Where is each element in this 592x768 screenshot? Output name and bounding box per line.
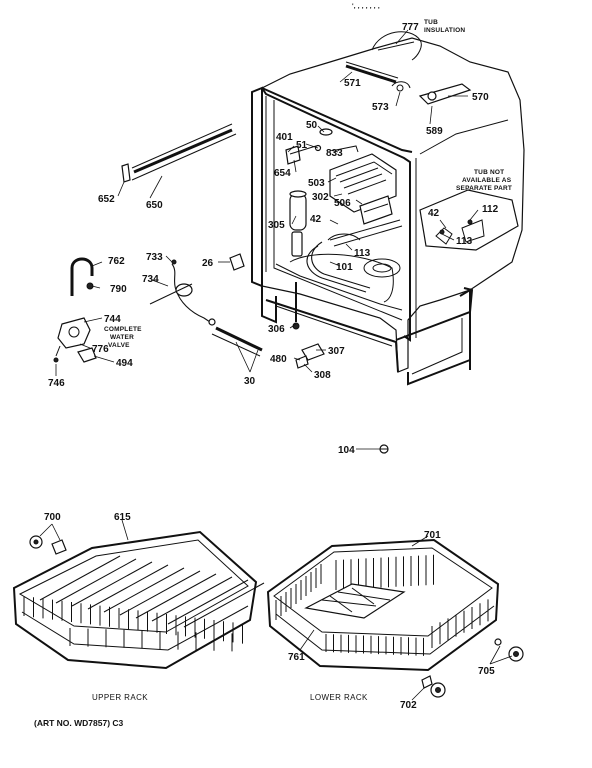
label-113b: 113 <box>456 236 473 247</box>
label-401: 401 <box>276 132 293 143</box>
label-573: 573 <box>372 102 389 113</box>
rack-wire <box>103 567 185 613</box>
rack-wire <box>135 573 217 619</box>
label-571: 571 <box>344 78 361 89</box>
label-50: 50 <box>306 120 318 131</box>
door-strip-30 <box>211 326 263 357</box>
rack-wire <box>183 582 265 628</box>
part-labels: 777 TUB INSULATION 571 573 570 589 50 40… <box>44 19 512 711</box>
label-734: 734 <box>142 274 159 285</box>
rack-wire <box>39 555 121 601</box>
label-503: 503 <box>308 178 325 189</box>
wire-harness-734 <box>149 259 216 326</box>
caption-upper-rack: UPPER RACK <box>92 693 148 702</box>
upper-rack <box>12 530 265 670</box>
label-833: 833 <box>326 148 343 159</box>
label-101: 101 <box>336 262 353 273</box>
label-733: 733 <box>146 252 163 263</box>
label-51: 51 <box>296 140 308 151</box>
label-26: 26 <box>202 258 214 269</box>
caption-lower-rack: LOWER RACK <box>310 693 368 702</box>
label-705: 705 <box>478 666 495 677</box>
label-480: 480 <box>270 354 287 365</box>
label-42a: 42 <box>310 214 322 225</box>
label-506: 506 <box>334 198 351 209</box>
label-307: 307 <box>328 346 345 357</box>
screw-104 <box>379 444 389 454</box>
label-776: 776 <box>92 344 109 355</box>
door-gasket-strip <box>131 123 237 181</box>
rack-wire <box>151 576 233 622</box>
art-number: (ART NO. WD7857) C3 <box>34 718 124 728</box>
rack-wire <box>167 579 249 625</box>
label-302: 302 <box>312 192 329 203</box>
hose-762 <box>70 257 94 296</box>
label-777: 777 <box>402 22 419 33</box>
label-654: 654 <box>274 168 291 179</box>
label-tub-not-available-2: AVAILABLE AS <box>462 177 512 184</box>
label-tub-not-available-1: TUB NOT <box>474 169 504 176</box>
label-700: 700 <box>44 512 61 523</box>
label-112: 112 <box>482 204 499 215</box>
header-fragment: ', , , , , , , <box>352 3 380 10</box>
label-744: 744 <box>104 314 121 325</box>
label-702: 702 <box>400 700 417 711</box>
label-306: 306 <box>268 324 285 335</box>
clip-652 <box>121 163 131 183</box>
rack-wire <box>55 558 137 604</box>
label-complete-water-valve-3: VALVE <box>108 342 130 349</box>
label-494: 494 <box>116 358 133 369</box>
label-113a: 113 <box>354 248 371 259</box>
connector-26 <box>229 253 245 271</box>
label-305: 305 <box>268 220 285 231</box>
label-42b: 42 <box>428 208 440 219</box>
label-tub-not-available-3: SEPARATE PART <box>456 185 512 192</box>
leader-lines <box>39 29 513 701</box>
label-complete-water-valve-2: WATER <box>110 334 134 341</box>
label-701: 701 <box>424 530 441 541</box>
label-308: 308 <box>314 370 331 381</box>
label-tub-insulation-2: INSULATION <box>424 27 465 34</box>
label-615: 615 <box>114 512 131 523</box>
label-complete-water-valve-1: COMPLETE <box>104 326 142 333</box>
water-valve <box>53 317 97 363</box>
rack-wire <box>87 564 169 610</box>
label-650: 650 <box>146 200 163 211</box>
label-790: 790 <box>110 284 127 295</box>
label-746: 746 <box>48 378 65 389</box>
label-589: 589 <box>426 126 443 137</box>
label-652: 652 <box>98 194 115 205</box>
rack-wire <box>71 561 153 607</box>
label-30: 30 <box>244 376 256 387</box>
label-761: 761 <box>288 652 305 663</box>
label-570: 570 <box>472 92 489 103</box>
rack-wire <box>119 570 201 616</box>
lower-rack <box>266 538 524 698</box>
label-tub-insulation-1: TUB <box>424 19 438 26</box>
label-762: 762 <box>108 256 125 267</box>
label-104: 104 <box>338 445 355 456</box>
